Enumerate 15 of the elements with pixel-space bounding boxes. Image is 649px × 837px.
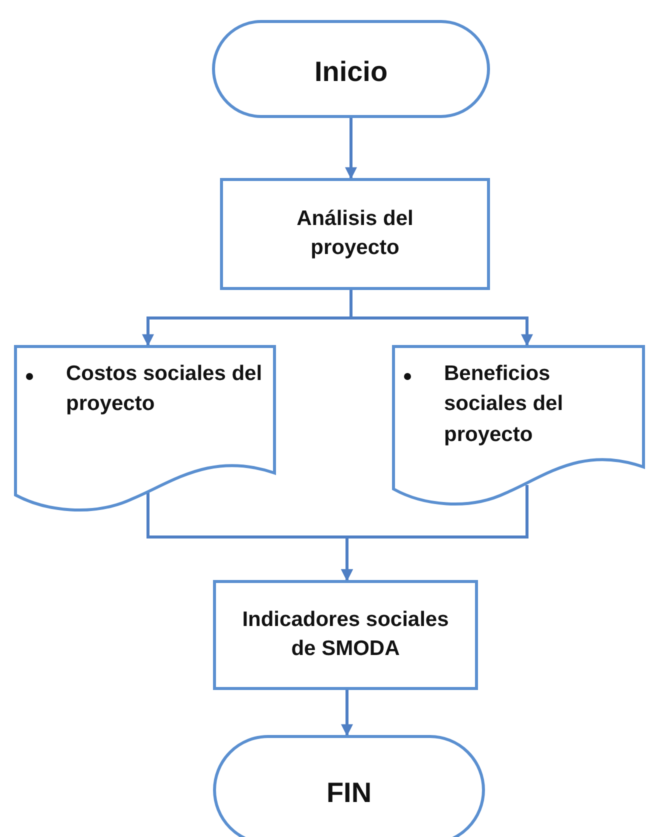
process-box bbox=[220, 178, 490, 290]
document-shape bbox=[392, 345, 645, 506]
document-label: Beneficios sociales del proyecto bbox=[444, 361, 564, 448]
arrow bbox=[345, 118, 357, 180]
process-label: Indicadores sociales de SMODA bbox=[241, 607, 450, 662]
process-label: Análisis del proyecto bbox=[296, 206, 414, 262]
process-box bbox=[213, 580, 478, 690]
arrow bbox=[341, 485, 528, 582]
terminator-label: FIN bbox=[325, 776, 373, 810]
arrow bbox=[341, 690, 353, 736]
document-shape bbox=[14, 345, 276, 512]
terminator-label: Inicio bbox=[313, 55, 389, 89]
document-label: Costos sociales del proyecto bbox=[66, 361, 264, 418]
terminator-shape bbox=[213, 735, 485, 837]
terminator-shape bbox=[212, 20, 490, 118]
